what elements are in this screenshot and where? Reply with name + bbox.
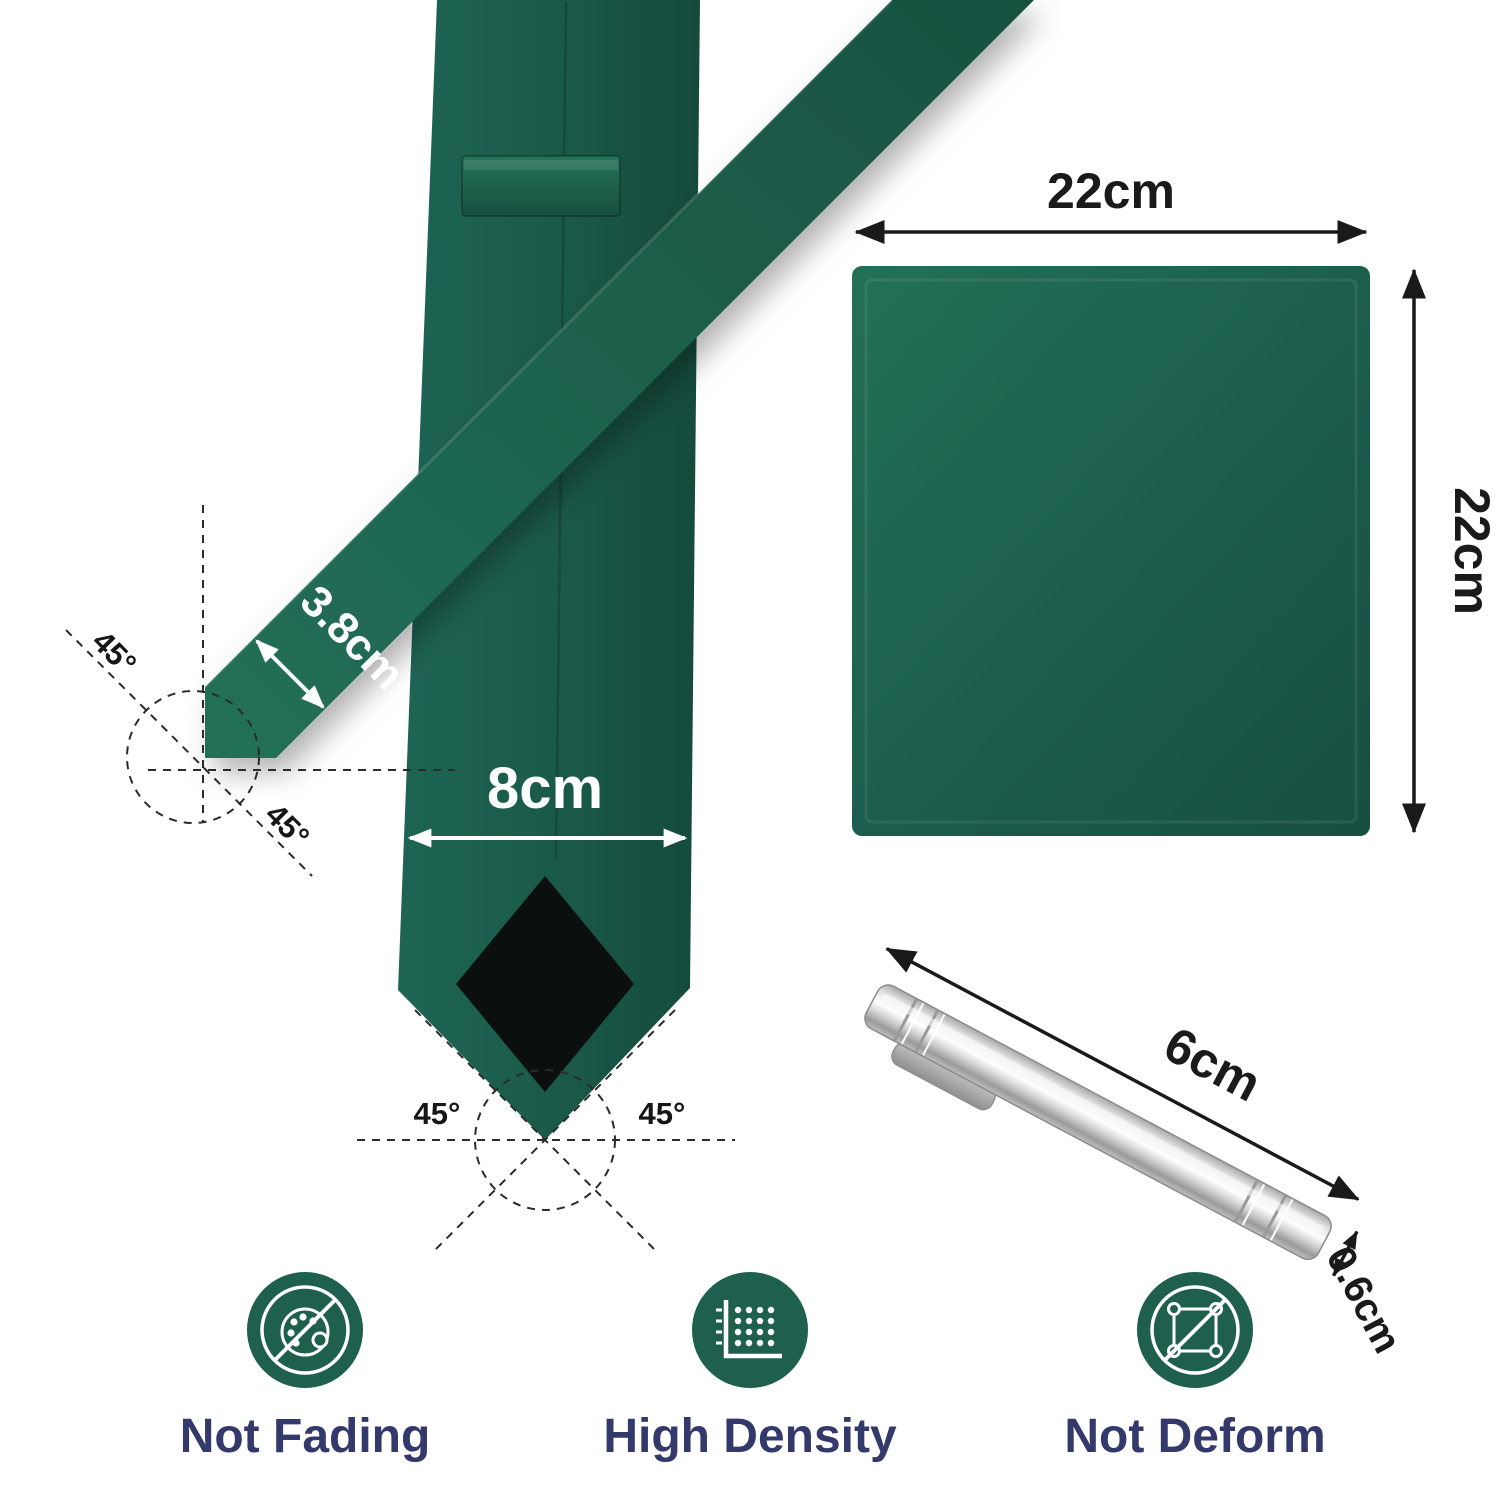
wide-tip-angle-label-left: 45° [414,1096,461,1131]
deform-square-outline [1172,1307,1218,1353]
tie-tail-shape [205,0,1034,758]
density-axis-ticks [716,1308,722,1345]
palette-thumb-hole [311,1331,329,1349]
tie-tip-lining-diamond [456,876,634,1092]
pocket-square-hem [864,278,1358,824]
necktie-narrow-tail [203,0,1034,758]
pocket-square-width-label: 22cm [1047,163,1175,219]
pocket-square-shape [852,266,1370,836]
feature-label-not-deform: Not Deform [1064,1410,1325,1463]
prohibition-slash [1162,1297,1228,1363]
prohibition-ring [1150,1285,1240,1375]
pocket-square [852,266,1370,836]
feature-label-high-density: High Density [603,1410,897,1463]
density-dot-grid [734,1306,775,1347]
feature-label-not-fading: Not Fading [180,1410,431,1463]
pocket-square-height-annotation: 22cm [1402,268,1500,834]
tail-width-arrow [255,639,325,709]
wide-tip-right-diagonal-dashed-line [432,1009,676,1253]
tie-keeper-loop [461,155,621,217]
blade-width-label: 8cm [487,756,603,821]
tie-clip-thickness-label: 0.6cm [1317,1239,1409,1360]
blade-width-annotation: 8cm [407,756,688,848]
tie-keeper-highlight [464,160,618,170]
pocket-square-width-annotation: 22cm [854,163,1368,244]
no-fading-palette-icon [247,1272,363,1388]
tie-clip-length-arrow [885,947,1360,1201]
narrow-tip-angle-label-upper: 45° [85,624,143,682]
density-axes [723,1300,782,1359]
high-density-dots-icon [692,1272,808,1388]
prohibition-ring [260,1285,350,1375]
pocket-square-height-label: 22cm [1444,487,1500,615]
tie-clip: 6cm [864,947,1360,1277]
wide-tip-angle-annotation: 45° 45° [357,1009,735,1253]
wide-tip-left-diagonal-dashed-line [414,1009,658,1253]
tie-clip-length-label: 6cm [1155,1016,1270,1112]
narrow-tip-angle-label-lower: 45° [258,797,316,855]
tie-clip-shine [881,993,1324,1233]
no-deform-square-icon [1137,1272,1253,1388]
narrow-tip-dashed-circle [126,690,260,824]
tie-clip-thickness-arrow [1331,1230,1359,1277]
palette-outline [280,1307,330,1357]
tie-tail-edge-highlight [203,0,894,689]
wide-tip-angle-label-right: 45° [639,1096,686,1131]
prohibition-slash [272,1297,338,1363]
narrow-tip-diagonal-dashed-line [65,629,313,877]
